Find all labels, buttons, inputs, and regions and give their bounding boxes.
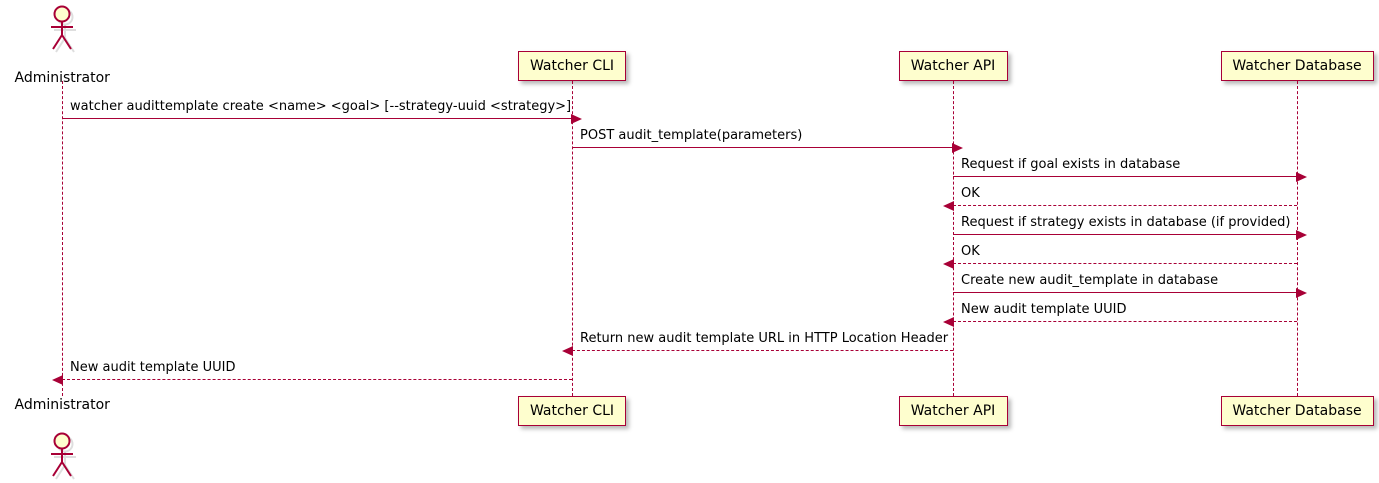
message-line-5: Request if strategy exists in database (… — [953, 216, 1307, 240]
message-line-9: Return new audit template URL in HTTP Lo… — [562, 332, 953, 356]
message-label-6: OK — [961, 244, 980, 259]
arrowhead-9 — [562, 346, 573, 356]
actor-figure-administrator — [51, 5, 76, 53]
participant-box-watcher-database-bottom[interactable]: Watcher Database — [1220, 396, 1374, 426]
message-line-2: POST audit_template(parameters) — [572, 129, 963, 153]
message-label-3: Request if goal exists in database — [961, 157, 1181, 172]
message-label-2: POST audit_template(parameters) — [580, 128, 803, 143]
arrowhead-2 — [952, 143, 963, 153]
participant-box-watcher-cli-bottom[interactable]: Watcher CLI — [518, 396, 626, 426]
message-line-10: New audit template UUID — [52, 361, 572, 385]
lifeline-administrator — [62, 81, 63, 396]
message-line-6: OK — [943, 245, 1297, 269]
actor-figure-administrator-bottom — [51, 432, 76, 480]
participant-box-watcher-cli-top[interactable]: Watcher CLI — [518, 51, 626, 81]
arrowhead-1 — [571, 114, 582, 124]
arrowhead-10 — [52, 375, 63, 385]
message-label-9: Return new audit template URL in HTTP Lo… — [580, 331, 949, 346]
message-label-10: New audit template UUID — [70, 360, 236, 375]
participant-box-watcher-database-top[interactable]: Watcher Database — [1220, 51, 1374, 81]
message-label-5: Request if strategy exists in database (… — [961, 215, 1291, 230]
message-label-8: New audit template UUID — [961, 302, 1127, 317]
participant-box-watcher-api-top[interactable]: Watcher API — [898, 51, 1008, 81]
lifeline-watcher-cli — [572, 81, 573, 396]
message-line-8: New audit template UUID — [943, 303, 1297, 327]
arrowhead-7 — [1296, 288, 1307, 298]
message-label-4: OK — [961, 186, 980, 201]
arrowhead-5 — [1296, 230, 1307, 240]
message-line-3: Request if goal exists in database — [953, 158, 1307, 182]
message-line-7: Create new audit_template in database — [953, 274, 1307, 298]
message-label-7: Create new audit_template in database — [961, 273, 1219, 288]
lifeline-watcher-api — [953, 81, 954, 396]
message-line-1: watcher audittemplate create <name> <goa… — [62, 100, 582, 124]
arrowhead-4 — [943, 201, 954, 211]
arrowhead-8 — [943, 317, 954, 327]
participant-label-administrator-top: Administrator — [14, 70, 110, 86]
arrowhead-3 — [1296, 172, 1307, 182]
participant-box-watcher-api-bottom[interactable]: Watcher API — [898, 396, 1008, 426]
participant-label-administrator-bottom: Administrator — [14, 397, 110, 413]
arrowhead-6 — [943, 259, 954, 269]
message-line-4: OK — [943, 187, 1297, 211]
message-label-1: watcher audittemplate create <name> <goa… — [70, 99, 572, 114]
